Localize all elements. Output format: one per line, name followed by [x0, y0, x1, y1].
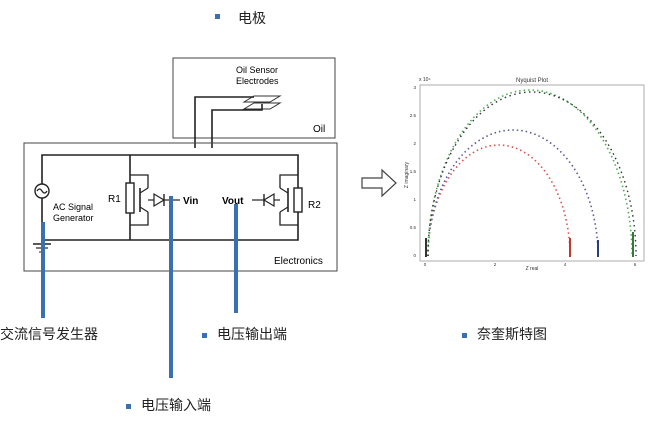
oil-sensor-label-1: Oil Sensor — [236, 65, 278, 75]
oil-box — [172, 57, 336, 139]
left-transistor-emitter — [139, 206, 149, 213]
oil-box-label: Oil — [313, 124, 325, 135]
voltage-output-caption: 电压输出端 — [202, 324, 287, 344]
nyquist-plot-frame — [419, 84, 645, 262]
nyquist-y-ticks: 3 2.5 2 1.5 1 0.5 0 — [410, 85, 417, 258]
arrow-right-icon — [361, 168, 397, 198]
electronics-label: Electronics — [274, 256, 323, 267]
right-transistor-collector — [279, 187, 289, 194]
nyquist-xlabel: Z real — [526, 266, 539, 272]
nyquist-x-ticks: 0 2 4 6 — [424, 262, 637, 267]
ac-generator-caption: 交流信号发生器 — [0, 327, 98, 343]
nyquist-caption-text: 奈奎斯特图 — [477, 327, 547, 343]
x-tick-label: 6 — [634, 262, 637, 267]
ac-label-1: AC Signal — [53, 202, 93, 212]
wire-top — [41, 154, 299, 188]
right-diode-symbol — [262, 192, 275, 208]
vout-label: Vout — [222, 196, 244, 207]
r2-resistor — [293, 187, 303, 213]
nyquist-arc-red — [427, 144, 571, 257]
left-stage-wire-bottom — [130, 212, 149, 226]
nyquist-ylabel: Z imaginary — [404, 161, 410, 188]
y-tick-label: 0.5 — [410, 225, 417, 230]
nyquist-arc-green — [427, 89, 633, 257]
nyquist-plot: Nyquist Plot x 10⁴ Z real Z imaginary 3 … — [404, 77, 645, 272]
left-diode-symbol — [153, 192, 166, 208]
caption-bullet — [126, 403, 131, 409]
electrode-callout-dot — [215, 14, 220, 19]
ac-label-2: Generator — [53, 213, 94, 223]
caption-bullet — [202, 332, 207, 338]
sine-wave-icon — [36, 188, 48, 194]
voltage-input-text: 电压输入端 — [141, 398, 211, 414]
y-tick-label: 2 — [413, 141, 416, 146]
right-stage-wire-bottom — [279, 212, 298, 226]
nyquist-title: Nyquist Plot — [516, 78, 548, 84]
y-tick-label: 2.5 — [410, 113, 417, 118]
wire-electrode-left — [194, 96, 254, 148]
y-tick-label: 3 — [413, 85, 416, 90]
vin-label: Vin — [183, 196, 198, 207]
electrode-caption: 电极 — [238, 11, 266, 27]
oil-sensor-label-2: Electrodes — [236, 76, 279, 86]
nyquist-caption: 奈奎斯特图 — [462, 324, 547, 344]
left-stage-wire-top — [130, 174, 149, 188]
right-stage-wire-top — [279, 174, 298, 188]
r1-resistor — [125, 182, 135, 214]
right-transistor-emitter — [279, 206, 289, 213]
left-transistor-collector — [139, 187, 149, 194]
x-tick-label: 4 — [564, 262, 567, 267]
y-tick-label: 1 — [413, 197, 416, 202]
electrode-plate-top — [242, 95, 282, 103]
wire-electrode-right — [211, 104, 263, 148]
electrode-plate-bottom — [242, 102, 282, 110]
x-tick-label: 0 — [424, 262, 427, 267]
r1-label: R1 — [108, 194, 121, 205]
r2-label: R2 — [308, 200, 321, 211]
caption-bullet — [462, 332, 467, 338]
nyquist-y-exponent: x 10⁴ — [419, 77, 431, 83]
nyquist-arc-blue — [427, 129, 599, 257]
electronics-box — [23, 142, 338, 272]
voltage-input-caption: 电压输入端 — [126, 395, 211, 415]
voltage-output-text: 电压输出端 — [217, 327, 287, 343]
x-tick-label: 2 — [494, 262, 497, 267]
y-tick-label: 0 — [413, 253, 416, 258]
y-tick-label: 1.5 — [410, 169, 417, 174]
